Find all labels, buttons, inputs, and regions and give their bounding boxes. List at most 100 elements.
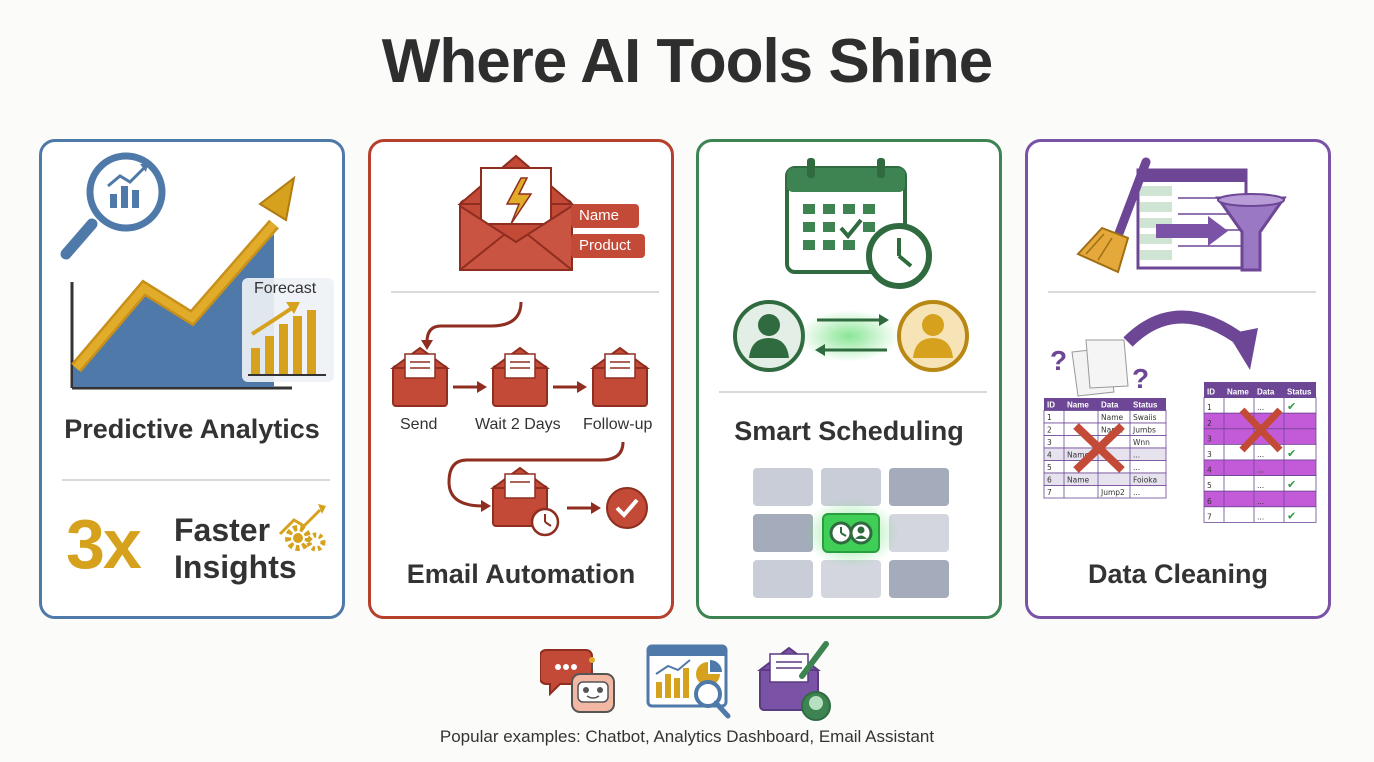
tag-name xyxy=(571,204,639,228)
table-cell: 2 xyxy=(1207,419,1212,428)
magnifier-chart-icon xyxy=(60,152,166,260)
table-cell: Name xyxy=(1101,413,1124,422)
table-cell: 4 xyxy=(1207,466,1212,475)
analytics-dashboard-icon xyxy=(646,644,731,719)
check-circle-icon xyxy=(606,487,648,529)
funnel-icon xyxy=(1215,193,1287,272)
stat-line-1: Faster xyxy=(174,512,271,548)
card-email-automation: Name Product Send Wait 2 Days Follow-up … xyxy=(368,139,674,619)
check-icon: ✔ xyxy=(1287,509,1296,522)
check-icon: ✔ xyxy=(1287,447,1296,460)
stat-line-2: Insights xyxy=(174,549,297,585)
table-header-cell: Data xyxy=(1101,401,1119,410)
follow-up-envelope-icon xyxy=(589,346,651,407)
table-cell: 7 xyxy=(1047,488,1052,497)
table-cell: Jump2 xyxy=(1100,488,1125,497)
cross-icon xyxy=(1073,423,1125,473)
clock-icon xyxy=(866,223,932,289)
svg-text:?: ? xyxy=(1050,345,1067,376)
table-header-cell: Name xyxy=(1227,388,1249,397)
step-follow-up-label: Follow-up xyxy=(583,416,653,433)
table-header-cell: Name xyxy=(1067,401,1089,410)
email-illustration xyxy=(389,154,659,537)
email-assistant-icon xyxy=(757,641,831,721)
wait-envelope-icon xyxy=(489,346,551,407)
table-cell: ... xyxy=(1257,403,1264,412)
check-icon: ✔ xyxy=(1287,478,1296,491)
table-row xyxy=(1203,506,1317,523)
clean-table: ID Name Data Status 1... ✔ 2 3 3... ✔ 4... 5... ✔ 6..… xyxy=(1203,382,1317,523)
table-cell: 5 xyxy=(1047,463,1052,472)
table-header-cell: ID xyxy=(1047,401,1055,410)
table-header-cell: Status xyxy=(1133,401,1158,410)
table-cell: 7 xyxy=(1207,512,1212,521)
table-cell: 5 xyxy=(1207,481,1212,490)
forecast-label: Forecast xyxy=(254,280,317,297)
card-data-cleaning: ? ? IDNameDataStatus1NameSwaiis2NameJumb… xyxy=(1025,139,1331,619)
footer-icons xyxy=(540,641,831,721)
card-title-cleaning: Data Cleaning xyxy=(1087,559,1269,589)
person-gold-icon xyxy=(897,300,969,372)
table-header-cell: Data xyxy=(1257,388,1275,397)
footer-caption: Popular examples: Chatbot, Analytics Das… xyxy=(439,727,935,746)
table-cell: 4 xyxy=(1047,451,1052,460)
table-cell: Swaiis xyxy=(1133,413,1157,422)
table-cell: Name xyxy=(1067,476,1090,485)
spreadsheet-icon xyxy=(1136,168,1248,270)
check-icon: ✔ xyxy=(1287,400,1296,413)
table-cell: ... xyxy=(1257,497,1264,506)
person-green-icon xyxy=(733,300,805,372)
table-cell: 1 xyxy=(1207,403,1212,412)
table-cell: 6 xyxy=(1207,497,1212,506)
chatbot-icon xyxy=(540,649,615,713)
lightning-envelope-icon xyxy=(457,154,575,271)
scheduling-illustration xyxy=(719,158,987,598)
curved-arrow-head xyxy=(1228,328,1258,370)
table-cell: ... xyxy=(1257,512,1264,521)
schedule-grid xyxy=(753,468,949,598)
table-row xyxy=(1043,460,1167,474)
table-header-cell: ID xyxy=(1207,388,1215,397)
messy-table: IDNameDataStatus1NameSwaiis2NameJumbs3Wn… xyxy=(1043,398,1167,499)
step-send-label: Send xyxy=(400,416,438,433)
table-cell: 3 xyxy=(1047,438,1052,447)
cleaning-illustration: ? ? IDNameDataStatus1NameSwaiis2NameJumb… xyxy=(1043,157,1317,523)
card-title-predictive: Predictive Analytics xyxy=(64,414,320,444)
card-predictive-analytics: Forecast Predictive Analytics 3x Faster … xyxy=(39,139,345,619)
stat-caption: Faster Insights xyxy=(174,512,297,586)
table-cell: ... xyxy=(1257,481,1264,490)
table-cell: ... xyxy=(1133,463,1140,472)
gears-icon xyxy=(278,504,326,552)
table-cell: ... xyxy=(1133,451,1140,460)
tag-product-label: Product xyxy=(579,237,631,254)
table-cell: 1 xyxy=(1047,413,1052,422)
table-cell: 6 xyxy=(1047,476,1052,485)
table-cell: 3 xyxy=(1207,450,1212,459)
table-cell: Name xyxy=(1067,451,1090,460)
table-cell: ... xyxy=(1133,488,1140,497)
card-smart-scheduling: Smart Scheduling xyxy=(696,139,1002,619)
table-cell: 3 xyxy=(1207,434,1212,443)
tag-product xyxy=(571,234,645,258)
broom-icon xyxy=(1076,157,1151,274)
table-header xyxy=(1204,382,1316,398)
card-title-scheduling: Smart Scheduling xyxy=(734,416,964,446)
stat-value: 3x xyxy=(66,505,142,583)
table-row xyxy=(1043,485,1167,499)
table-header xyxy=(1044,398,1166,411)
scheduled-envelope-icon xyxy=(489,466,560,537)
table-cell: Foioka xyxy=(1133,476,1157,485)
table-cell: 2 xyxy=(1047,426,1052,435)
table-cell: Jumbs xyxy=(1132,426,1156,435)
predictive-illustration xyxy=(60,152,334,552)
svg-text:?: ? xyxy=(1132,363,1149,394)
table-cell: ... xyxy=(1257,450,1264,459)
tag-name-label: Name xyxy=(579,207,620,224)
card-title-email: Email Automation xyxy=(406,559,636,589)
trend-arrow-head xyxy=(258,175,296,222)
table-cell: Wnn xyxy=(1133,438,1150,447)
table-header-cell: Status xyxy=(1287,388,1312,397)
page-title: Where AI Tools Shine xyxy=(381,27,993,96)
step-wait-label: Wait 2 Days xyxy=(475,416,561,433)
send-envelope-icon xyxy=(389,346,451,407)
